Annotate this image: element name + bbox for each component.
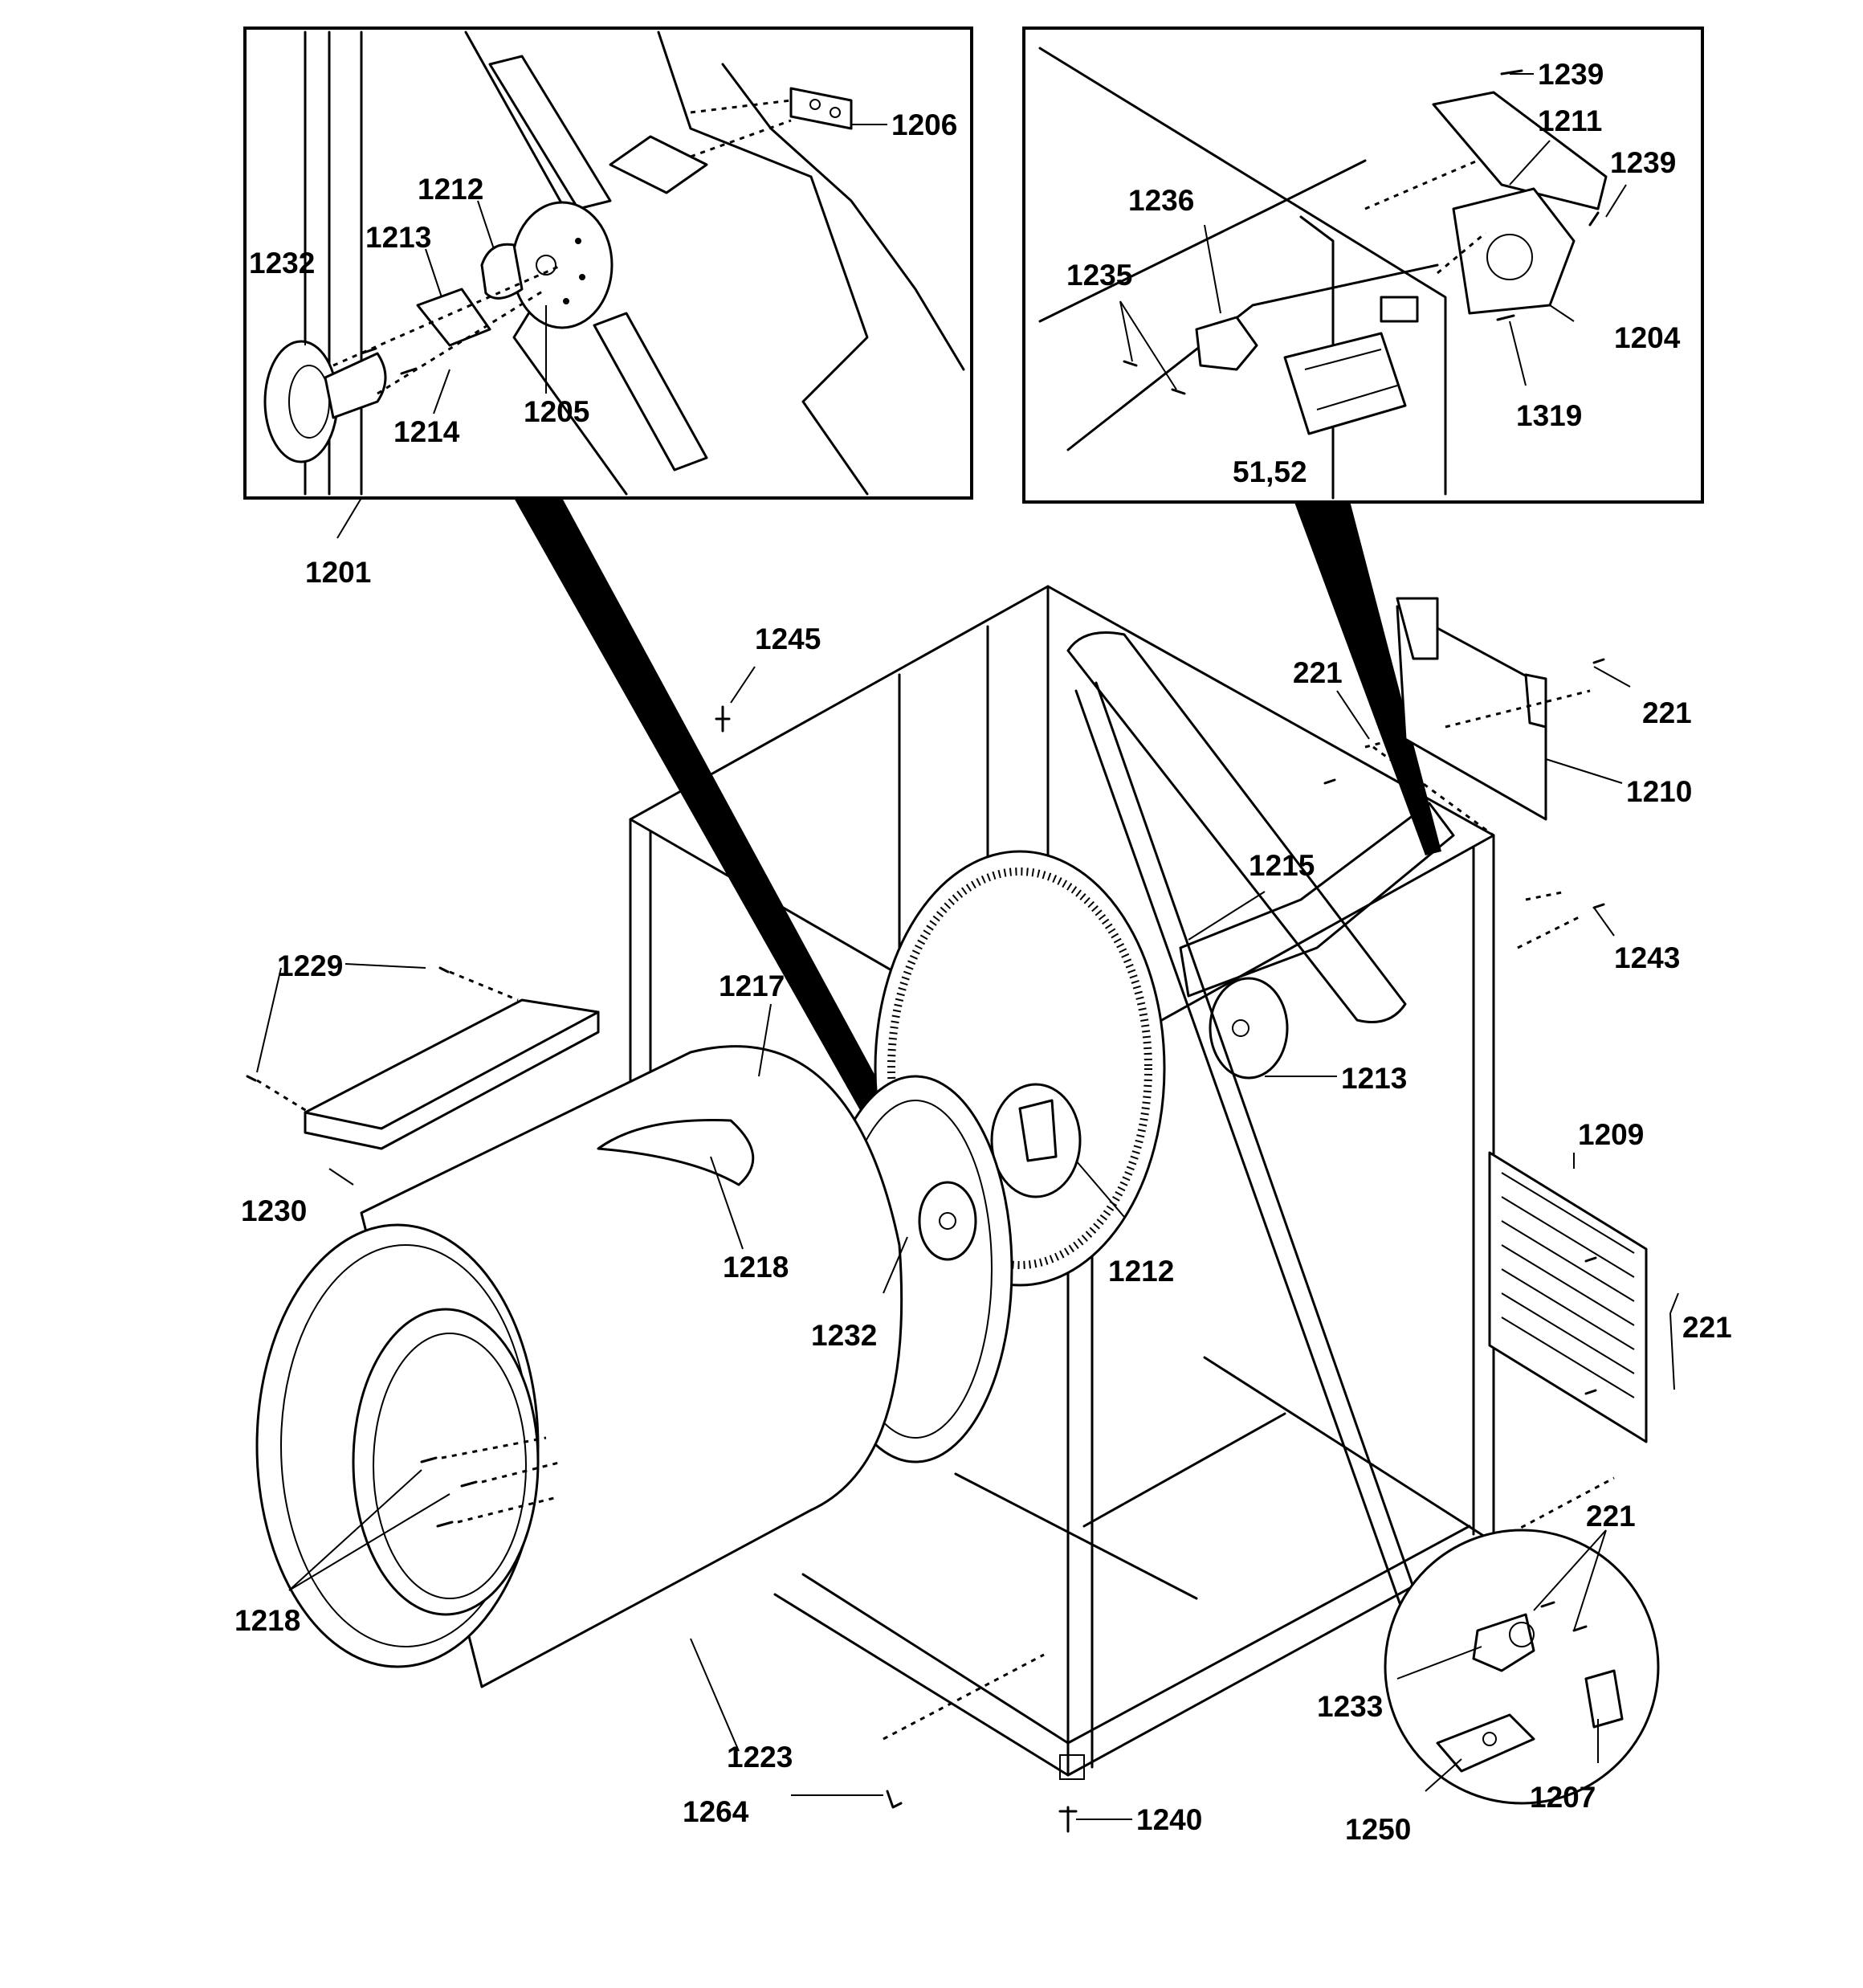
label-1233: 1233 bbox=[1317, 1690, 1383, 1723]
label-1215: 1215 bbox=[1249, 849, 1315, 882]
inset-circle-thermostat bbox=[1384, 1529, 1660, 1805]
label-1239-top: 1239 bbox=[1538, 58, 1604, 91]
label-1207: 1207 bbox=[1530, 1781, 1596, 1814]
label-1213-inset: 1213 bbox=[365, 221, 431, 254]
label-221-top-right: 221 bbox=[1642, 696, 1692, 729]
screw-1240-shape bbox=[1058, 1806, 1078, 1833]
label-1218-drum: 1218 bbox=[234, 1604, 300, 1637]
label-1239-right: 1239 bbox=[1610, 146, 1676, 179]
cabinet bbox=[629, 585, 1648, 1780]
label-1232-inset: 1232 bbox=[249, 247, 315, 280]
bearing-hub-shape bbox=[511, 201, 614, 329]
label-221-top-left: 221 bbox=[1293, 656, 1343, 689]
inset-left bbox=[243, 27, 973, 500]
label-1229: 1229 bbox=[277, 949, 343, 982]
label-51-52: 51,52 bbox=[1233, 455, 1307, 488]
label-1319: 1319 bbox=[1516, 399, 1582, 432]
label-221-vent: 221 bbox=[1682, 1311, 1732, 1344]
label-1218-baffle: 1218 bbox=[723, 1251, 789, 1284]
label-1204: 1204 bbox=[1614, 321, 1681, 354]
inset-right bbox=[1022, 27, 1704, 504]
label-1217: 1217 bbox=[719, 970, 785, 1002]
rear-vent-grille bbox=[1488, 1151, 1648, 1443]
label-1214: 1214 bbox=[393, 415, 460, 448]
label-1211: 1211 bbox=[1538, 104, 1602, 137]
label-1223: 1223 bbox=[727, 1741, 793, 1774]
label-1212-main: 1212 bbox=[1108, 1255, 1174, 1288]
label-1235: 1235 bbox=[1066, 259, 1132, 292]
leader-lines bbox=[256, 73, 1679, 1820]
drum-assembly bbox=[246, 850, 1166, 1688]
label-1264: 1264 bbox=[683, 1795, 749, 1828]
label-1206: 1206 bbox=[891, 108, 957, 141]
label-1213-main: 1213 bbox=[1341, 1062, 1407, 1095]
label-1230: 1230 bbox=[241, 1194, 307, 1227]
label-1232-main: 1232 bbox=[811, 1319, 877, 1352]
label-1240: 1240 bbox=[1136, 1803, 1202, 1836]
callout-beam-left bbox=[514, 498, 923, 1173]
label-1210: 1210 bbox=[1626, 775, 1692, 808]
label-1201: 1201 bbox=[305, 556, 371, 589]
label-1236: 1236 bbox=[1128, 184, 1194, 217]
label-1243: 1243 bbox=[1614, 941, 1680, 974]
callout-beam-right bbox=[1293, 498, 1441, 855]
screw-1245-shape bbox=[715, 705, 731, 733]
label-1245: 1245 bbox=[755, 623, 821, 655]
label-1205: 1205 bbox=[524, 395, 589, 428]
top-rail-1230 bbox=[304, 998, 600, 1130]
clip-1264-shape bbox=[886, 1790, 903, 1809]
label-1209: 1209 bbox=[1578, 1118, 1644, 1151]
label-1250: 1250 bbox=[1345, 1813, 1411, 1846]
part-labels: 1201 1206 1212 1213 1232 1214 1205 1239 … bbox=[234, 58, 1732, 1846]
label-221-circle: 221 bbox=[1586, 1500, 1636, 1533]
label-1212-inset: 1212 bbox=[418, 173, 483, 206]
